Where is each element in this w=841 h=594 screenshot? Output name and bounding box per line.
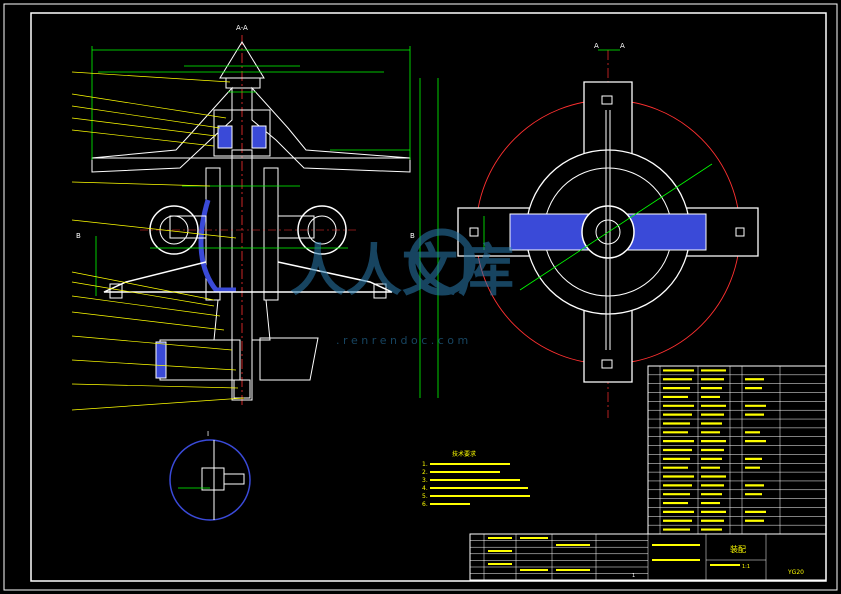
diameter-leader: [519, 163, 713, 291]
tech-req-line-4: 4.: [422, 485, 428, 492]
base-skirt: [103, 261, 393, 293]
bolt-right: [735, 227, 745, 237]
detail-part: [201, 467, 225, 491]
title-block-grid: [470, 534, 767, 580]
right-foot: [373, 283, 387, 299]
right-flange: [297, 205, 347, 255]
section-label-b2: B: [410, 232, 415, 240]
shaft-housing: [205, 167, 279, 301]
tech-req-line-1: 1.: [422, 461, 428, 468]
section-letters: A A A-A B B I: [76, 24, 625, 438]
drawing-name: 装配: [730, 544, 746, 554]
detail-part-2: [223, 473, 245, 485]
inner-frame: [30, 12, 827, 582]
tech-req-line-2: 2.: [422, 469, 428, 476]
top-view: [457, 49, 759, 418]
detail-circle: [169, 439, 251, 521]
bolt-left: [469, 227, 479, 237]
left-foot: [109, 283, 123, 299]
callout-leaders: [71, 71, 245, 411]
detail-view-i: [169, 439, 251, 521]
watermark-mark: 人人文库: [290, 239, 514, 304]
motor-block: [259, 337, 319, 381]
bearing-housing: [213, 109, 271, 157]
drawing-number: YG20: [787, 569, 804, 576]
tech-req-text-bars: [430, 463, 530, 505]
section-label-a1: A: [594, 42, 599, 50]
main-shaft: [231, 149, 253, 401]
section-label-b1: B: [76, 232, 81, 240]
top-cap: [225, 77, 261, 89]
sheet-number: 1: [632, 573, 635, 579]
parts-list-table: [647, 365, 827, 535]
watermark: 人人文库 . r e n r e n d o c . c o m: [290, 228, 514, 347]
bearing-left: [217, 125, 233, 149]
title-block: 装配 YG20 1:1 1: [469, 533, 827, 581]
watermark-url: . r e n r e n d o c . c o m: [336, 334, 468, 347]
pulley: [159, 339, 241, 381]
watermark-logo-ring: [408, 228, 476, 296]
bearing-right: [251, 125, 267, 149]
right-arm: [277, 215, 315, 239]
section-label-a2: A: [620, 42, 625, 50]
body-sweep: [198, 199, 236, 293]
technical-requirements: 技术要求 1. 2. 3. 4. 5. 6.: [422, 450, 530, 508]
tech-req-line-3: 3.: [422, 477, 428, 484]
distributor-cone-right: [251, 86, 411, 173]
drawing-scale: 1:1: [742, 564, 750, 570]
left-arm: [169, 215, 207, 239]
front-section-view: [71, 35, 439, 411]
tech-req-heading: 技术要求: [452, 450, 476, 458]
pulley-grooves: [155, 341, 167, 379]
bolt-top: [601, 95, 613, 105]
section-label-i: I: [207, 430, 209, 438]
outer-border: [3, 3, 838, 591]
bolt-bottom: [601, 359, 613, 369]
tech-req-line-5: 5.: [422, 493, 428, 500]
left-flange: [149, 205, 199, 255]
section-label-aa: A-A: [236, 24, 248, 32]
tech-req-line-6: 6.: [422, 501, 428, 508]
